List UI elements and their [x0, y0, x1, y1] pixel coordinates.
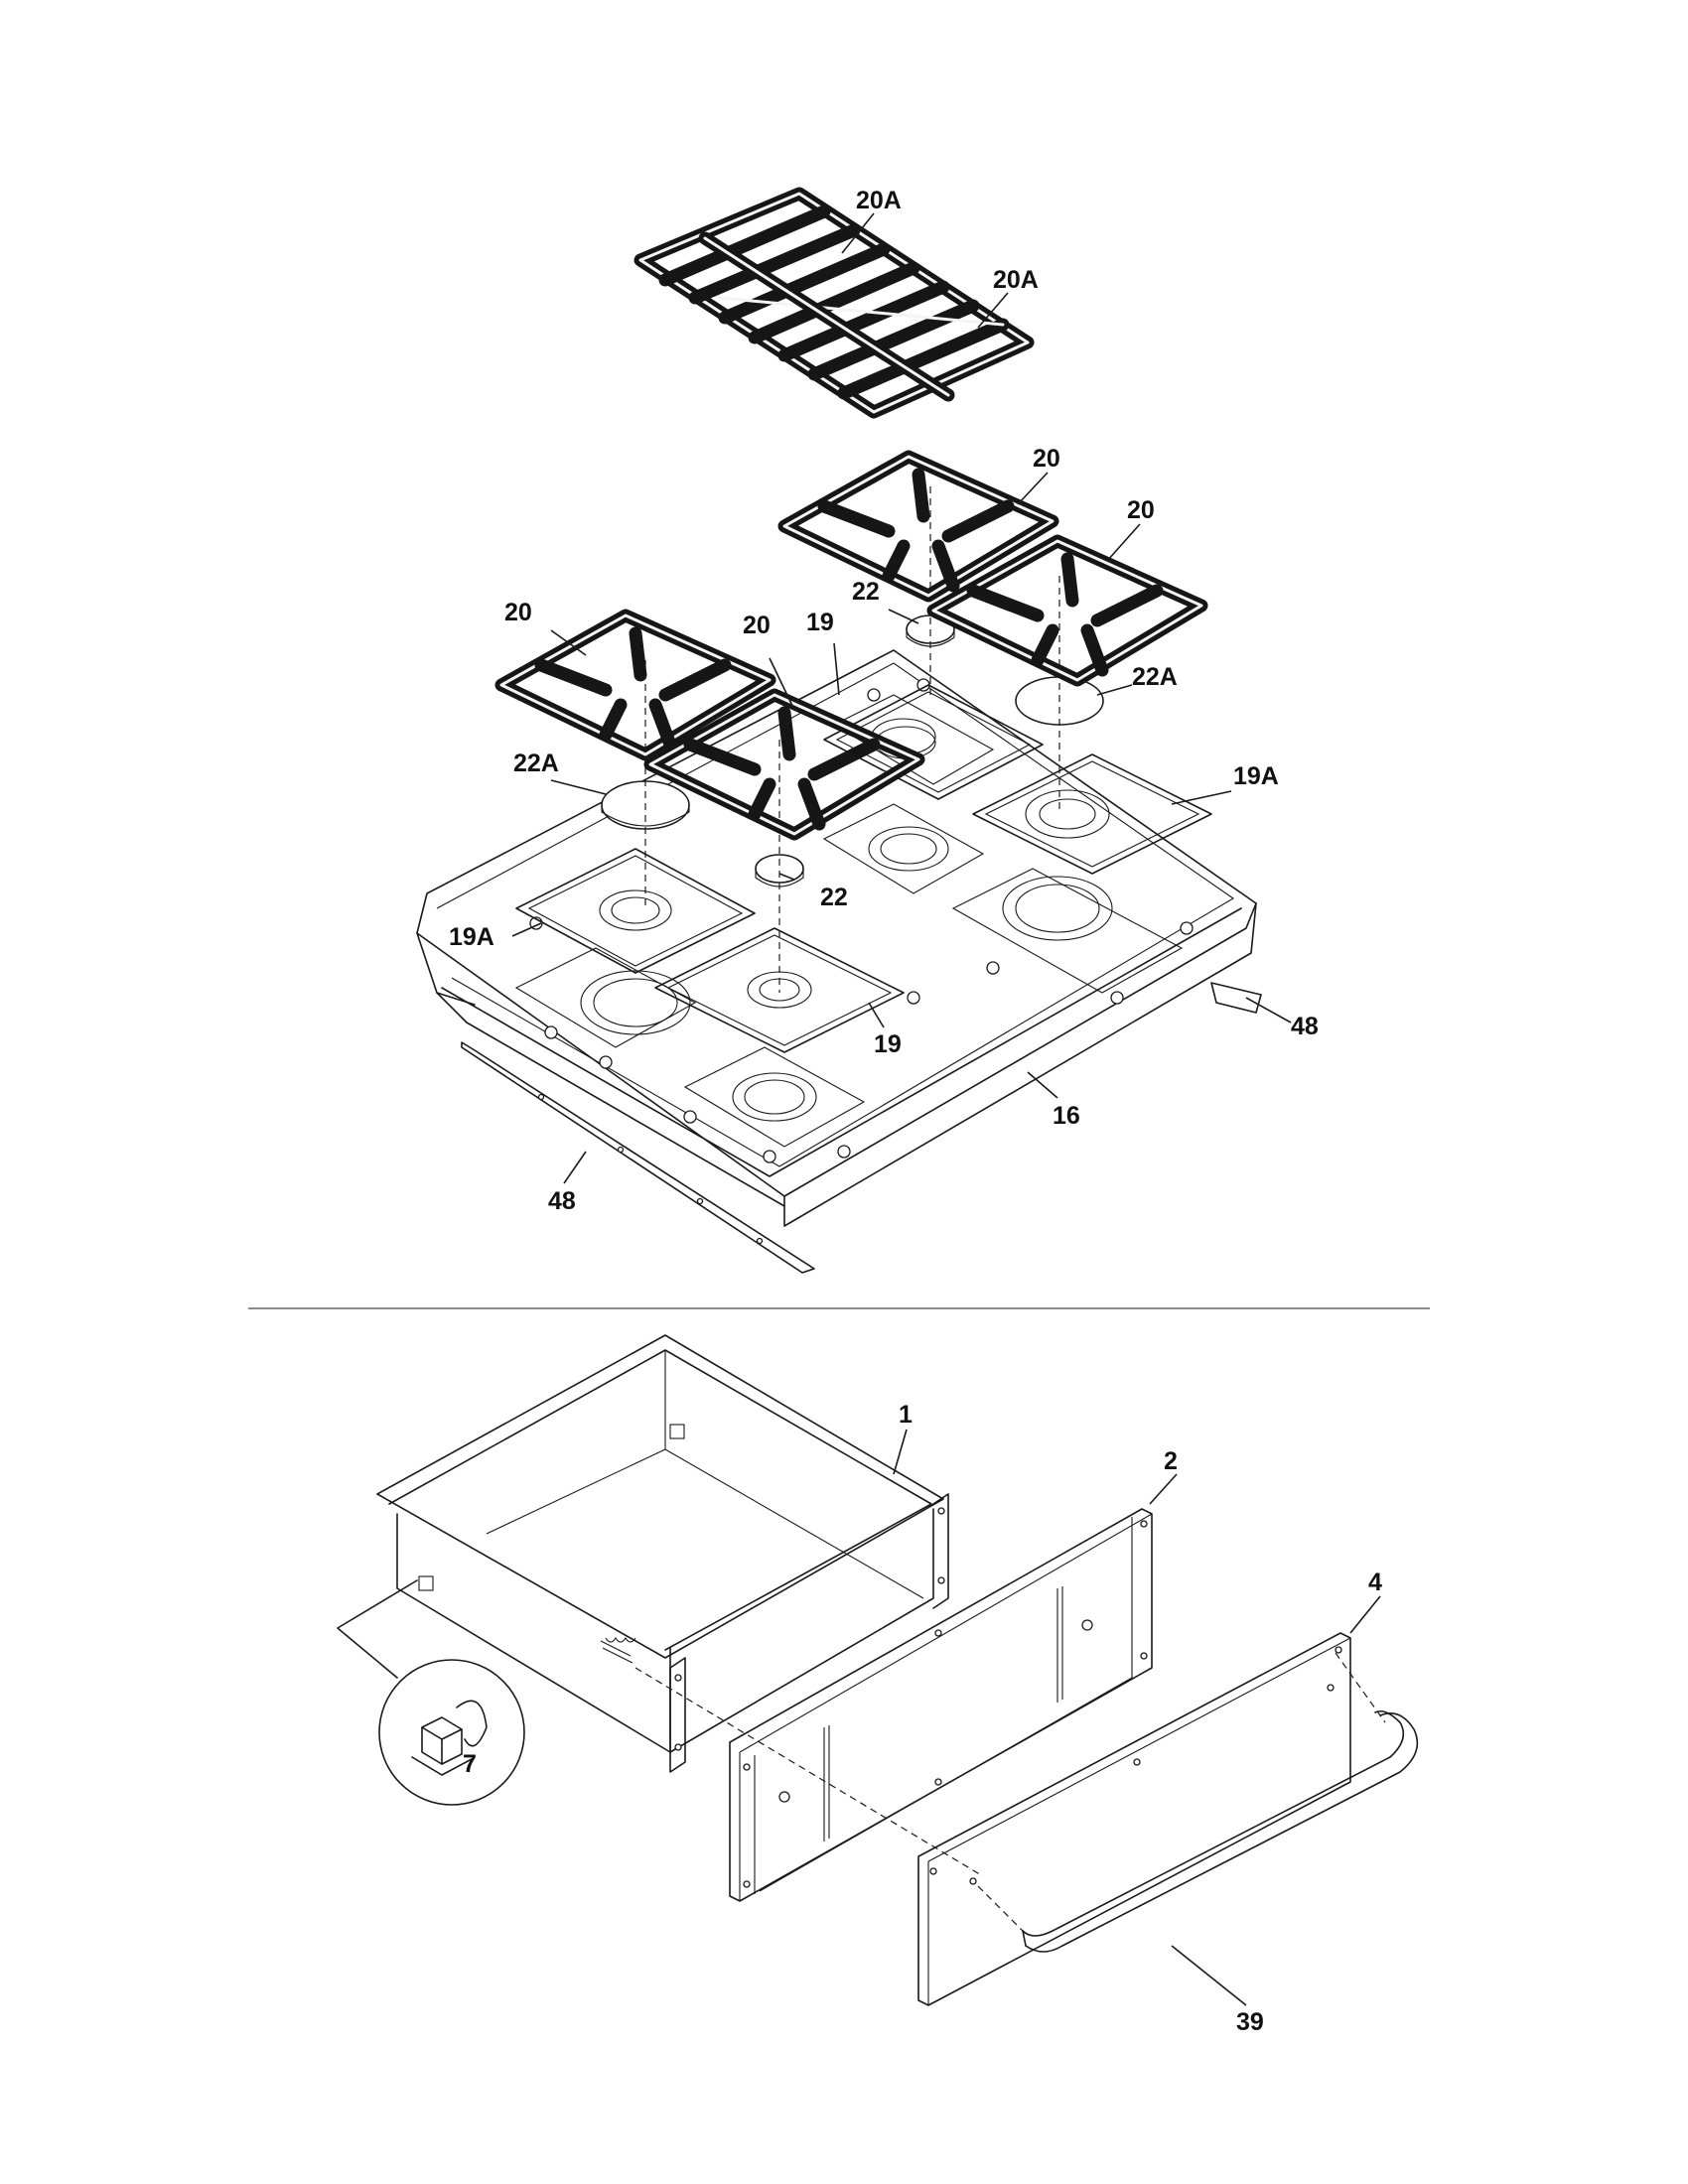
callout-drawer-panel: 2 — [1164, 1447, 1178, 1475]
callout-drawer-switch: 7 — [463, 1750, 477, 1778]
callout-trim-right: 48 — [1291, 1013, 1319, 1040]
drawer-assembly — [337, 1334, 1419, 2006]
callout-grate-rear-left: 20 — [1033, 445, 1060, 473]
burner-pan-front-19 — [654, 927, 905, 1053]
callout-cap-rear-large: 22A — [1132, 663, 1178, 691]
burner-opening-front-left — [514, 947, 697, 1048]
callout-cap-front-small: 22 — [820, 884, 848, 911]
grate-front-left — [494, 609, 776, 761]
alignment-lines-drawer — [634, 1652, 1386, 1932]
callout-pan-front: 19 — [874, 1030, 902, 1058]
grate-rear-right — [926, 534, 1208, 687]
cooktop-assembly — [416, 187, 1262, 1274]
grate-rear-left — [777, 450, 1059, 603]
callout-pan-left: 19A — [449, 923, 494, 951]
alignment-lines-cooktop — [644, 486, 1060, 993]
callout-cap-rear-small: 22 — [852, 578, 880, 606]
burner-opening-right-center — [822, 803, 985, 894]
drawer-panel — [729, 1508, 1153, 1902]
callout-cap-front-large: 22A — [513, 750, 559, 777]
callout-grate-front-center: 20 — [743, 612, 771, 639]
callout-labels: 20A 20A 20 20 20 20 22 19 22A 22A 19A 22… — [449, 187, 1382, 2036]
callout-drawer-front: 4 — [1368, 1569, 1382, 1596]
drawer-switch-detail — [337, 1579, 525, 1806]
callout-grate-rear-right: 20 — [1127, 496, 1155, 524]
griddle-20a — [633, 187, 1035, 419]
callout-grate-front-left: 20 — [504, 599, 532, 626]
callout-drawer-handle: 39 — [1236, 2008, 1264, 2036]
burner-opening-rear-center — [832, 694, 995, 785]
callout-pan-right: 19A — [1233, 762, 1279, 790]
burner-pan-right-19a — [972, 753, 1212, 875]
burner-pan-left-19a — [515, 848, 756, 974]
burner-opening-front-center — [683, 1046, 866, 1148]
callout-griddle-upper: 20A — [856, 187, 902, 214]
cooktop-body — [416, 649, 1257, 1227]
callout-trim-front: 48 — [548, 1187, 576, 1215]
callout-drawer-box: 1 — [899, 1401, 913, 1429]
front-trim-48 — [461, 1041, 815, 1274]
burner-openings — [514, 678, 1194, 1163]
drawer-front — [917, 1632, 1351, 2006]
grate-front-center — [643, 688, 925, 841]
drawer-handle — [1022, 1709, 1419, 1953]
drawer-box — [376, 1334, 949, 1773]
callout-griddle-lower: 20A — [993, 266, 1039, 294]
callout-cooktop: 16 — [1053, 1102, 1080, 1130]
callout-pan-rear: 19 — [806, 609, 834, 636]
right-trim-48 — [1210, 982, 1262, 1014]
leader-lines — [511, 212, 1381, 2006]
burner-opening-right-front — [951, 868, 1184, 994]
